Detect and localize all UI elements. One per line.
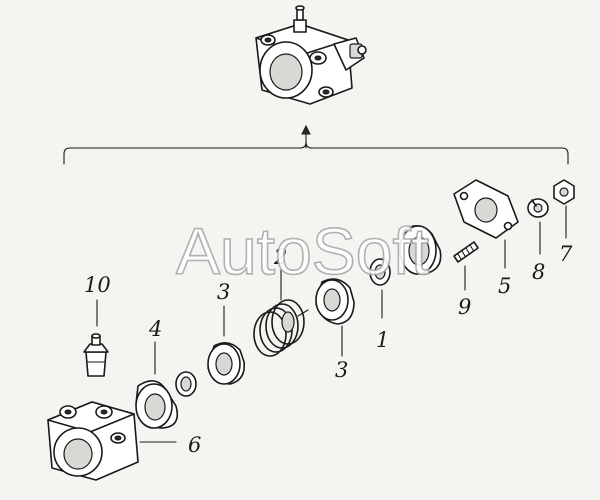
callout-5: 5 <box>498 274 511 298</box>
seal-ring-large <box>399 225 442 275</box>
callout-10: 10 <box>84 273 111 297</box>
part-2-spring <box>253 299 309 357</box>
group-bracket <box>63 141 569 165</box>
part-4-seal-ring <box>135 380 179 429</box>
watermark: AutoSoft <box>176 214 429 288</box>
washer-small <box>175 371 197 397</box>
callout-3-left: 3 <box>217 280 230 304</box>
callout-3-right: 3 <box>335 358 348 382</box>
part-3-bushing-right <box>315 278 355 325</box>
part-10-grease-fitting <box>83 333 109 377</box>
part-6-housing <box>47 401 139 481</box>
callout-9: 9 <box>458 295 471 319</box>
part-9-stud <box>453 241 479 263</box>
callout-1: 1 <box>376 328 389 352</box>
callout-2: 2 <box>273 245 287 269</box>
callout-8: 8 <box>532 260 545 284</box>
part-1-washer <box>369 258 391 286</box>
callout-4: 4 <box>148 317 162 341</box>
part-7-nut <box>553 179 575 205</box>
part-8-lock-washer <box>527 198 549 218</box>
leader-lines <box>96 205 567 443</box>
part-5-flange <box>453 179 519 239</box>
assembled-housing <box>255 5 367 105</box>
callout-6: 6 <box>188 433 201 457</box>
callout-7: 7 <box>559 242 573 266</box>
part-3-bushing-left <box>207 342 246 385</box>
assembly-arrow <box>301 124 311 149</box>
